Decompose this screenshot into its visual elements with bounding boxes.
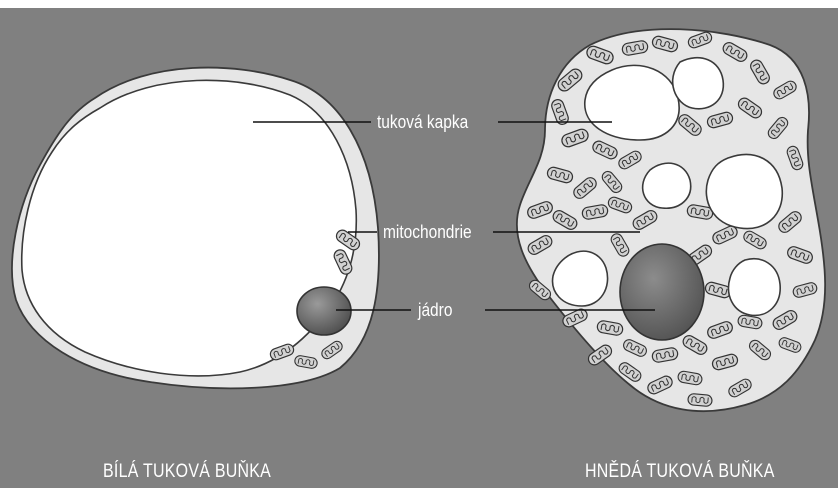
brown-cell-fat-droplet (729, 259, 781, 316)
caption-white-fat-cell: BÍLÁ TUKOVÁ BUŇKA (103, 461, 271, 483)
caption-brown-fat-cell: HNĚDÁ TUKOVÁ BUŇKA (585, 461, 775, 483)
label-mitochondria: mitochondrie (383, 221, 472, 243)
brown-cell-nucleus (620, 244, 704, 340)
white-cell-nucleus (297, 287, 351, 335)
brown-cell-fat-droplet (673, 58, 724, 109)
brown-cell-fat-droplet (585, 65, 679, 140)
mitochondrion (688, 393, 713, 406)
brown-cell-fat-droplet (706, 155, 782, 229)
brown-cell-fat-droplet (643, 163, 691, 208)
label-fat-droplet: tuková kapka (377, 111, 468, 133)
label-nucleus: jádro (418, 299, 452, 321)
